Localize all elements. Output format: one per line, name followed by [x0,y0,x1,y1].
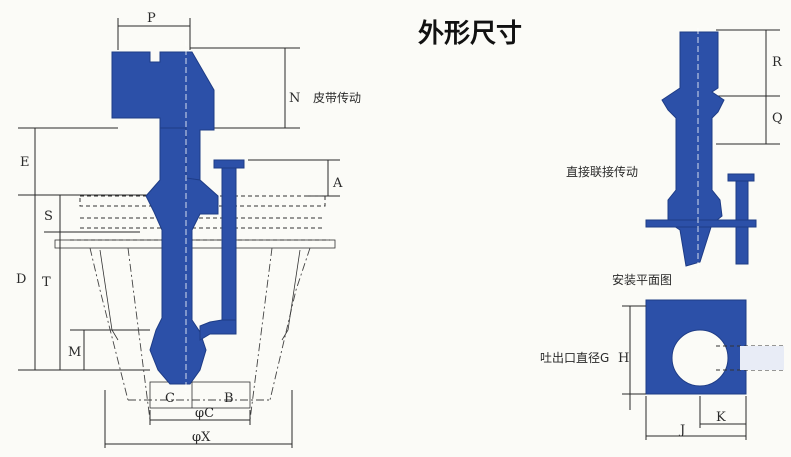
direct-drive-label: 直接联接传动 [566,164,638,179]
dim-b-label: B [224,391,234,406]
dim-e-label: E [20,155,30,170]
dim-p-label: P [147,11,156,26]
dim-a-label: A [332,176,343,191]
belt-drive-pump-drawing: P N 皮带传动 E A D S T M [16,11,361,448]
belt-drive-label: 皮带传动 [313,90,361,105]
dim-r-label: R [772,55,783,70]
dim-c-label: C [165,391,175,406]
dim-j-label: J [678,423,685,438]
plan-label: 安装平面图 [612,272,672,287]
installation-plan-drawing: 安装平面图 吐出口直径G H J K [540,272,784,440]
dim-phi-x-label: φX [192,430,211,445]
dim-q-label: Q [772,111,783,126]
dim-h-label: H [618,351,629,366]
dim-m-label: M [68,345,81,360]
drawing-title: 外形尺寸 [418,19,522,49]
dim-k-label: K [716,410,726,425]
dim-phi-c-label: φC [195,406,214,421]
direct-drive-pump-drawing: R Q 直接联接传动 [566,28,783,272]
dim-t-label: T [42,275,51,290]
outlet-diameter-label: 吐出口直径G [540,351,609,365]
dim-s-label: S [44,209,53,224]
dim-n-label: N [289,91,300,106]
dim-d-label: D [16,272,26,287]
pump-body-right [645,28,757,272]
pump-body-left [111,40,245,392]
